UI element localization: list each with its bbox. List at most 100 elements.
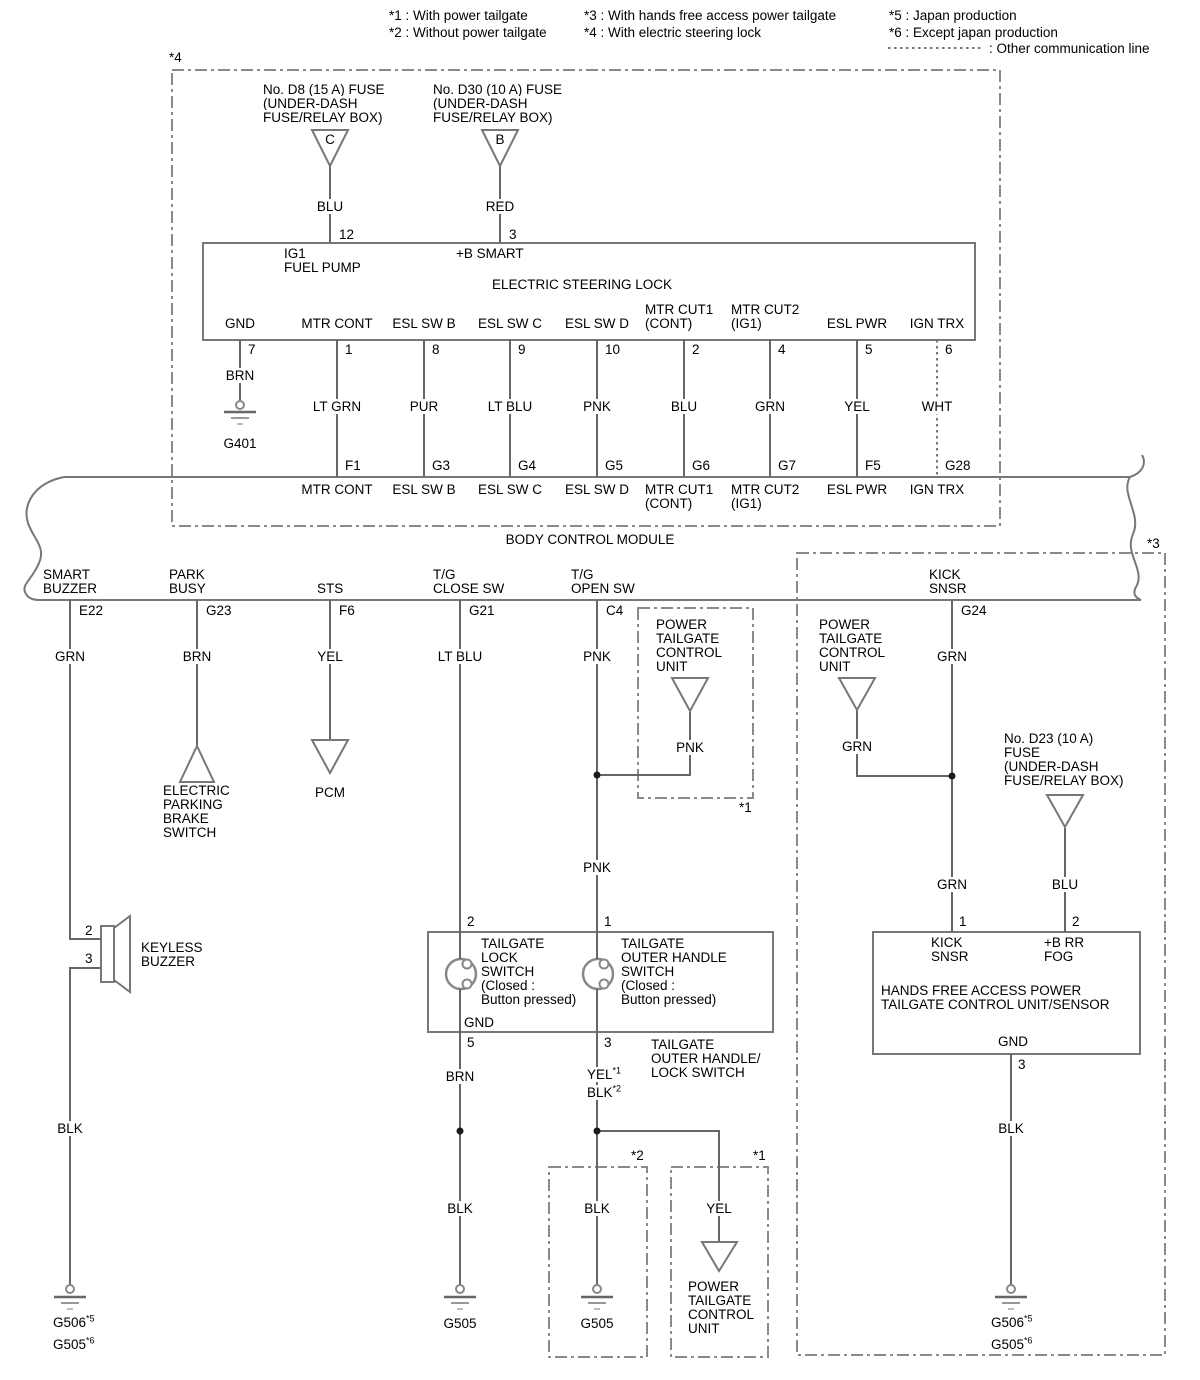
- hfa-pin2-label-1: +B RR: [1044, 935, 1085, 950]
- fuse-d30-wire-color: RED: [484, 199, 516, 214]
- wire-color-grn-smart: GRN: [54, 649, 86, 664]
- hfa-title-2: TAILGATE CONTROL UNIT/SENSOR: [881, 997, 1110, 1012]
- wire-blk-name: BLK: [587, 1085, 613, 1100]
- pcm-triangle: [310, 739, 350, 776]
- hfa-pin-2: 2: [1072, 914, 1080, 929]
- buzzer-label-2: BUZZER: [141, 954, 195, 969]
- esl-pin12-number: 12: [339, 227, 355, 242]
- marker-2-lower: *2: [631, 1148, 644, 1163]
- ground-g505-mid2: G505: [580, 1316, 614, 1331]
- ground-left: [54, 1284, 86, 1310]
- esl-pin-eslpwr: ESL PWR: [826, 316, 888, 331]
- tailgate-caption-2: OUTER HANDLE/: [651, 1051, 761, 1066]
- wire-color-wht: WHT: [920, 399, 954, 414]
- fuse-d23-label-2: FUSE: [1004, 745, 1041, 760]
- hfa-pin2-label-2: FOG: [1044, 949, 1074, 964]
- wire-color-brn-gnd: BRN: [224, 368, 256, 383]
- hands-free-option-box: [796, 552, 1166, 1356]
- ground-g401: [224, 400, 256, 425]
- ground-left-sup-1: *5: [86, 1313, 95, 1324]
- esl-pin-mtrcont: MTR CONT: [301, 316, 373, 331]
- ptcu-right-triangle: [837, 677, 877, 713]
- esl-pin-mtrcut2-2: (IG1): [731, 316, 762, 331]
- fuse-d30-loc2: FUSE/RELAY BOX): [432, 110, 554, 125]
- fuse-d23-label-4: FUSE/RELAY BOX): [1004, 773, 1124, 788]
- wires: [69, 166, 1066, 1285]
- esl-pin-num-9: 9: [518, 342, 526, 357]
- junction-dots: [456, 771, 956, 1135]
- ptcu-right-label-1: POWER: [819, 617, 871, 632]
- bcm-top-mtrcut1: MTR CUT1: [645, 482, 714, 497]
- connector-g24: G24: [961, 603, 987, 618]
- hfa-pin-1: 1: [959, 914, 967, 929]
- fuse-d8-wire-color: BLU: [315, 199, 345, 214]
- tailgate-gnd-label: GND: [464, 1015, 494, 1030]
- fuse-d8-letter: C: [325, 132, 335, 147]
- wire-color-ltblu-close: LT BLU: [436, 649, 484, 664]
- epb-label-2: PARKING: [163, 797, 223, 812]
- wire-color-grn-kick: GRN: [936, 649, 968, 664]
- fuse-d30-triangle: [480, 129, 520, 169]
- esl-pin-eslswc: ESL SW C: [477, 316, 543, 331]
- tailgate-pin-5: 5: [467, 1035, 475, 1050]
- legend-item-1: *1 : With power tailgate: [388, 8, 529, 23]
- ptcu-lower-label-3: CONTROL: [688, 1307, 755, 1322]
- fuse-d8-loc1: (UNDER-DASH: [262, 96, 359, 111]
- hfa-gnd-label: GND: [998, 1034, 1028, 1049]
- lock-switch-label-3: SWITCH: [481, 964, 535, 979]
- esl-pin12-label-2: FUEL PUMP: [284, 260, 361, 275]
- esl-pin-num-5: 5: [865, 342, 873, 357]
- handle-switch-label-5: Button pressed): [621, 992, 717, 1007]
- ptcu-upper-label-2: TAILGATE: [656, 631, 720, 646]
- ground-label-left-1: G506*5: [52, 1313, 96, 1330]
- ptcu-lower-label-1: POWER: [688, 1279, 740, 1294]
- esl-pin-num-10: 10: [605, 342, 621, 357]
- esl-pin-num-1: 1: [345, 342, 353, 357]
- connector-f1: F1: [345, 458, 361, 473]
- esl-pin-num-6: 6: [945, 342, 953, 357]
- esl-title: ELECTRIC STEERING LOCK: [491, 277, 673, 292]
- wire-color-brn-park: BRN: [181, 649, 213, 664]
- fuse-d23-triangle: [1045, 794, 1085, 830]
- ground-right-sup-2: *6: [1024, 1335, 1033, 1346]
- fuse-d23-label-3: (UNDER-DASH: [1004, 759, 1099, 774]
- esl-pin-mtrcut1: MTR CUT1: [645, 302, 714, 317]
- connector-g5: G5: [605, 458, 624, 473]
- wire-color-blu: BLU: [669, 399, 699, 414]
- epb-label-1: ELECTRIC: [163, 783, 230, 798]
- fuse-d8-triangle: [310, 129, 350, 169]
- bcm-pin-smart-2: BUZZER: [43, 581, 97, 596]
- epb-label-4: SWITCH: [163, 825, 217, 840]
- wire-color-brn-lock: BRN: [444, 1069, 476, 1084]
- bcm-top-eslpwr: ESL PWR: [826, 482, 888, 497]
- fuse-d30-loc1: (UNDER-DASH: [432, 96, 529, 111]
- legend-item-5: *5 : Japan production: [888, 8, 1018, 23]
- legend-item-3: *3 : With hands free access power tailga…: [583, 8, 838, 23]
- bcm-pin-tgopen-1: T/G: [571, 567, 594, 582]
- esl-pin-eslswb: ESL SW B: [392, 316, 456, 331]
- handle-switch-label-3: SWITCH: [621, 964, 675, 979]
- pcm-label: PCM: [315, 785, 345, 800]
- legend-item-2: *2 : Without power tailgate: [388, 25, 548, 40]
- wire-color-ltblu: LT BLU: [486, 399, 534, 414]
- legend-item-6: *6 : Except japan production: [888, 25, 1059, 40]
- buzzer-pin-3: 3: [85, 951, 93, 966]
- connector-g6: G6: [692, 458, 711, 473]
- bcm-top-eslswd: ESL SW D: [564, 482, 630, 497]
- fuse-d8-name: No. D8 (15 A) FUSE: [262, 82, 386, 97]
- buzzer-pin-2: 2: [85, 923, 93, 938]
- ground-label-left-2: G505*6: [52, 1335, 96, 1352]
- ground-label-right-2: G505*6: [990, 1335, 1034, 1352]
- handle-switch-label-2: OUTER HANDLE: [621, 950, 727, 965]
- fuse-d8-loc2: FUSE/RELAY BOX): [262, 110, 384, 125]
- keyless-buzzer-symbol: [100, 914, 131, 994]
- wire-color-blk-2: BLK*2: [586, 1084, 623, 1100]
- ground-left-sup-2: *6: [86, 1335, 95, 1346]
- wire-color-blk-right: BLK: [997, 1121, 1025, 1136]
- ptcu-right-label-2: TAILGATE: [819, 631, 883, 646]
- bcm-pin-park-1: PARK: [169, 567, 205, 582]
- wire-color-pnk-2: PNK: [582, 860, 612, 875]
- bcm-top-mtrcut1-2: (CONT): [645, 496, 693, 511]
- esl-pin-eslswd: ESL SW D: [564, 316, 630, 331]
